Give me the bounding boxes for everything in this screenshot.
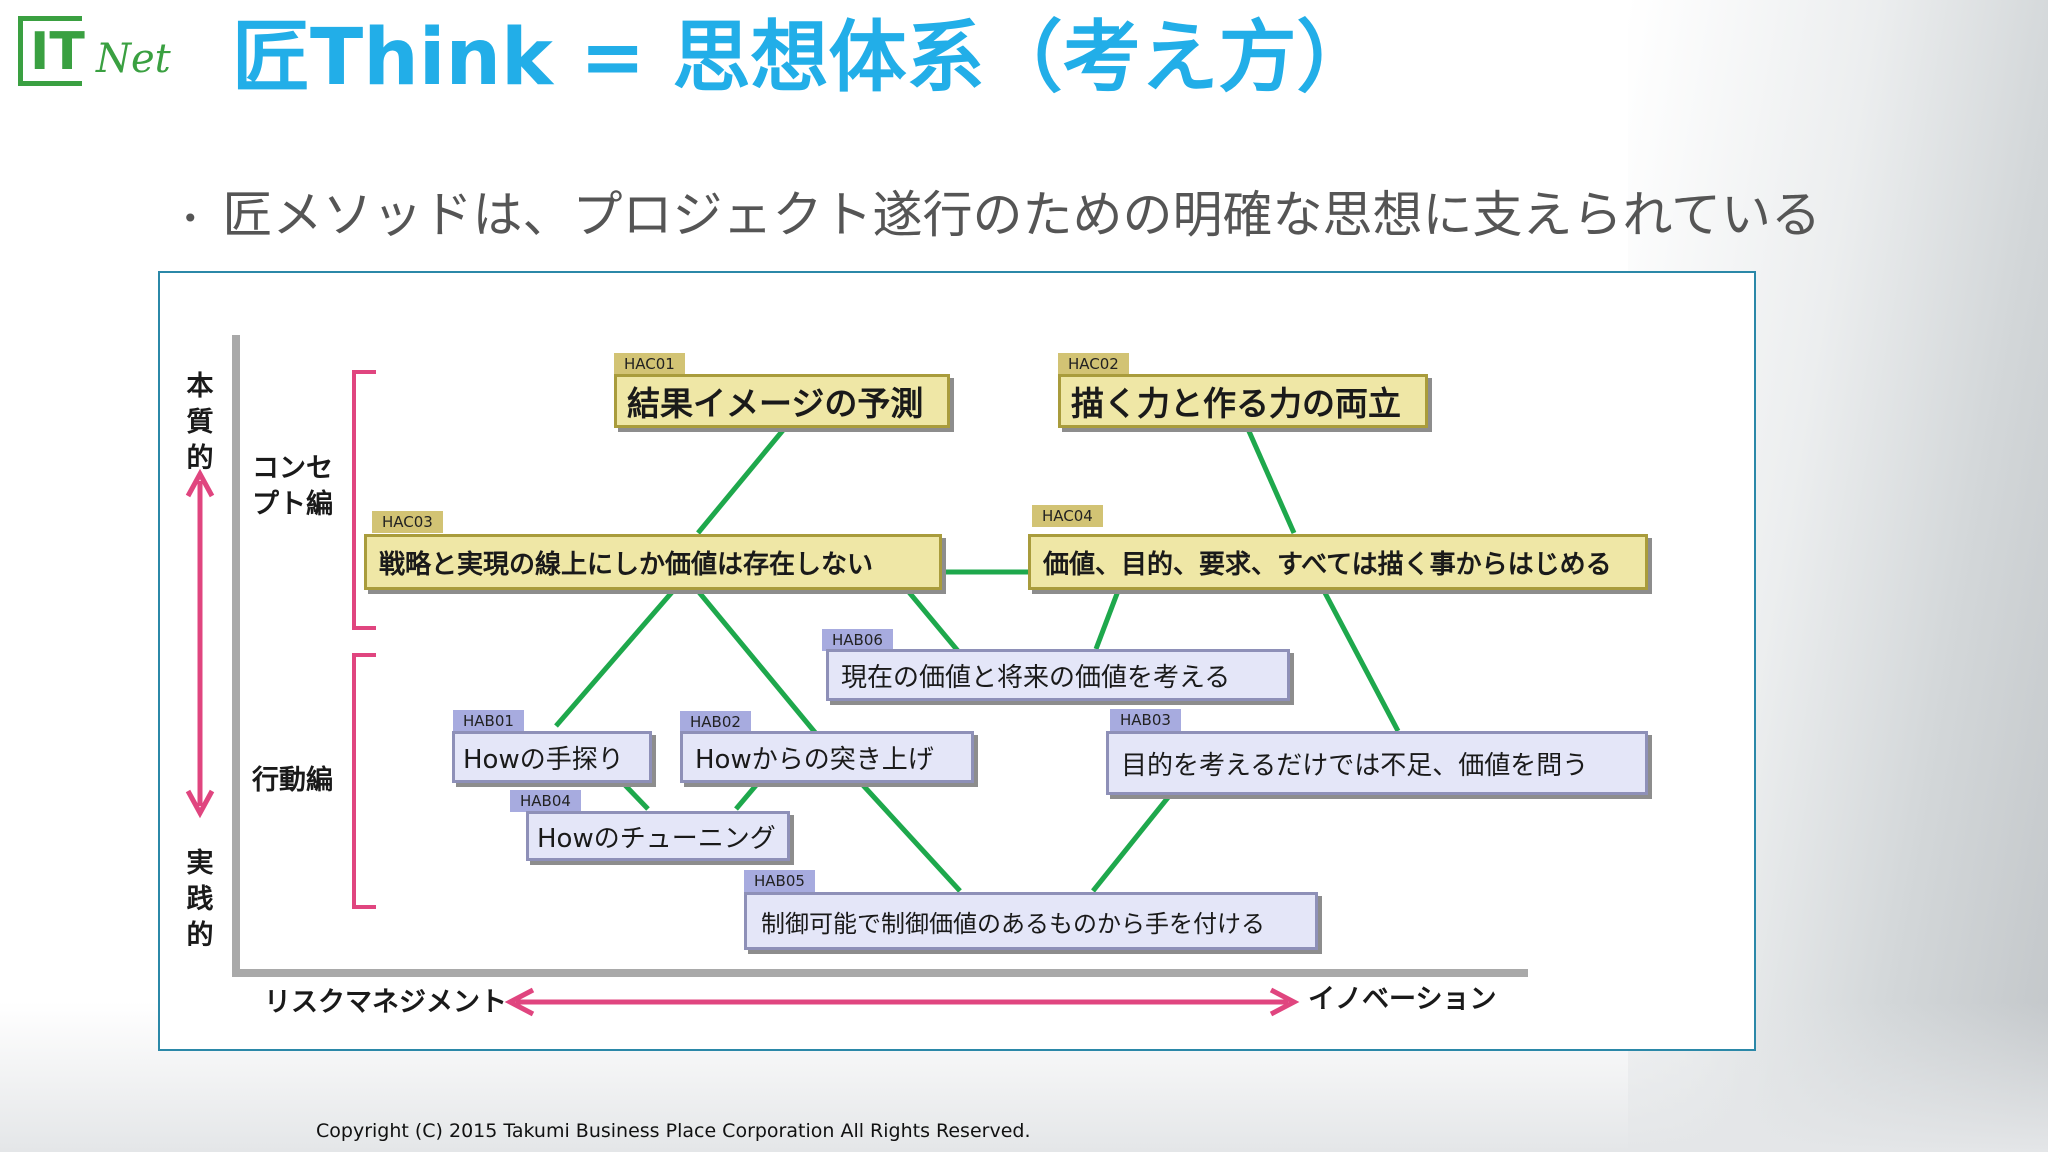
connector-hac04-hab06: [1093, 590, 1121, 650]
connector-lines: [554, 427, 1401, 893]
axis-label-practical: 実践的: [186, 848, 214, 951]
node-hac01: 結果イメージの予測: [614, 374, 950, 428]
vertical-arrow-down-head: [185, 789, 215, 819]
connector-hac03-hab06: [906, 589, 960, 653]
slide-title: 匠Think = 思想体系（考え方）: [232, 13, 1375, 103]
section-label-action: 行動編: [252, 765, 333, 796]
node-code-tag: HAB02: [680, 711, 751, 733]
node-label: 結果イメージの予測: [627, 384, 924, 423]
node-hab04: Howのチューニング: [526, 811, 790, 861]
node-hac03: 戦略と実現の線上にしか価値は存在しない: [364, 534, 942, 590]
connector-hac04-hab03: [1321, 589, 1401, 733]
node-code-tag: HAB06: [822, 629, 893, 651]
concept-bracket: [352, 370, 376, 630]
bullet-dot-icon: •: [182, 201, 199, 235]
bullet-text: 匠メソッドは、プロジェクト遂行のための明確な思想に支えられている: [222, 186, 1822, 244]
logo-frame: [18, 16, 82, 86]
node-label: 描く力と作る力の両立: [1071, 384, 1401, 423]
logo-net-text: Net: [96, 36, 171, 82]
diagram-lines: [185, 335, 1528, 1017]
connector-hab02-hab04: [734, 781, 760, 811]
node-code-tag: HAC01: [614, 353, 685, 375]
node-label: 制御可能で制御価値のあるものから手を付ける: [761, 909, 1265, 938]
node-code-tag: HAC02: [1058, 353, 1129, 375]
itnet-logo: IT Net: [18, 16, 178, 92]
node-label: 価値、目的、要求、すべては描く事からはじめる: [1043, 549, 1612, 580]
bullet-point: • 匠メソッドは、プロジェクト遂行のための明確な思想に支えられている: [182, 180, 1821, 254]
node-hab03: 目的を考えるだけでは不足、価値を問う: [1106, 731, 1648, 795]
node-label: 現在の価値と将来の価値を考える: [841, 662, 1231, 693]
node-code-tag: HAB03: [1110, 709, 1181, 731]
horizontal-arrow-left-head: [504, 987, 535, 1017]
logo-it-text: IT: [30, 22, 85, 82]
connector-hac01-hac03: [696, 427, 786, 535]
node-label: 目的を考えるだけでは不足、価値を問う: [1121, 750, 1589, 781]
section-label-concept: コンセプト編: [252, 453, 333, 520]
axis-label-essential: 本質的: [186, 371, 214, 474]
node-code-tag: HAC03: [372, 511, 443, 533]
node-hab02: Howからの突き上げ: [680, 731, 974, 783]
node-label: Howのチューニング: [537, 823, 776, 854]
node-code-tag: HAB05: [744, 870, 815, 892]
copyright-notice: Copyright (C) 2015 Takumi Business Place…: [316, 1120, 1031, 1142]
connector-hac02-hac04: [1245, 427, 1297, 535]
node-hab06: 現在の価値と将来の価値を考える: [826, 649, 1290, 701]
node-code-tag: HAC04: [1032, 505, 1103, 527]
action-bracket: [352, 653, 376, 909]
vertical-arrow-up-head: [185, 468, 215, 498]
node-hab05: 制御可能で制御価値のあるものから手を付ける: [744, 892, 1318, 950]
node-label: 戦略と実現の線上にしか価値は存在しない: [379, 549, 874, 580]
connector-hab01-hab04: [621, 781, 650, 811]
node-hab01: Howの手探り: [452, 731, 652, 783]
node-code-tag: HAB04: [510, 790, 581, 812]
node-label: Howからの突き上げ: [695, 744, 934, 775]
node-hac04: 価値、目的、要求、すべては描く事からはじめる: [1028, 534, 1648, 590]
node-hac02: 描く力と作る力の両立: [1058, 374, 1428, 428]
node-code-tag: HAB01: [453, 710, 524, 732]
axis-label-innovation: イノベーション: [1308, 984, 1497, 1015]
node-label: Howの手探り: [463, 744, 624, 775]
axis-label-risk-management: リスクマネジメント: [264, 987, 507, 1018]
horizontal-arrow-right-head: [1269, 987, 1300, 1017]
connector-hac03-hab01: [554, 589, 675, 728]
connector-hab03-hab05: [1091, 793, 1172, 893]
connector-hac03-hab02: [696, 589, 820, 738]
connector-hab02-hab05: [859, 781, 962, 893]
